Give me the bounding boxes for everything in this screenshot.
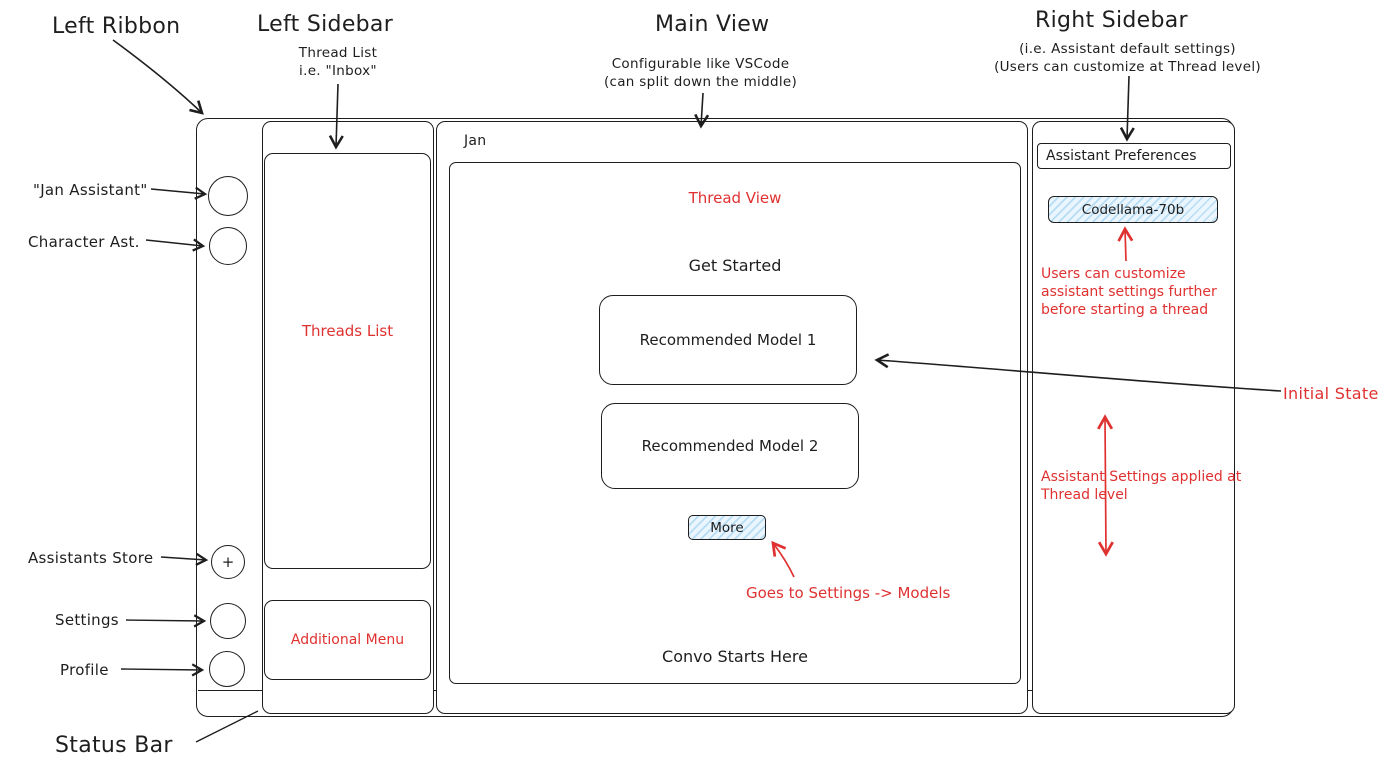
assistants-store-button[interactable]: +	[211, 545, 245, 579]
additional-menu-area[interactable]: Additional Menu	[264, 600, 431, 680]
callout-thread-list: Thread List	[298, 45, 378, 61]
left-ribbon-arrow	[112, 39, 204, 115]
callout-main-view: Main View	[655, 12, 770, 37]
recommended-model-1-card[interactable]: Recommended Model 1	[599, 295, 857, 385]
callout-profile: Profile	[60, 661, 109, 679]
character-ast-line	[145, 238, 206, 252]
callout-main-view-sub: Configurable like VSCode (can split down…	[593, 55, 808, 91]
callout-right-sidebar: Right Sidebar	[1035, 8, 1188, 33]
more-button[interactable]: More	[688, 515, 766, 540]
callout-character-ast: Character Ast.	[28, 233, 140, 251]
profile-button[interactable]	[209, 651, 245, 687]
callout-left-sidebar: Left Sidebar	[257, 12, 394, 37]
callout-right-sidebar-sub: (i.e. Assistant default settings) (Users…	[975, 40, 1280, 76]
character-assistant-avatar[interactable]	[209, 227, 247, 265]
recommended-model-2-card[interactable]: Recommended Model 2	[601, 403, 859, 489]
thread-view-label: Thread View	[688, 189, 782, 207]
profile-line	[120, 663, 205, 677]
settings-button[interactable]	[210, 603, 246, 639]
jan-assistant-avatar[interactable]	[208, 176, 248, 216]
additional-menu-label: Additional Menu	[290, 632, 405, 648]
callout-split: (can split down the middle)	[603, 74, 798, 91]
goes-to-settings-note: Goes to Settings -> Models	[746, 584, 951, 602]
callout-settings: Settings	[55, 611, 119, 629]
callout-left-sidebar-sub: Thread List i.e. "Inbox"	[268, 44, 408, 80]
recommended-model-2-label: Recommended Model 2	[641, 437, 819, 455]
callout-default-settings: (i.e. Assistant default settings)	[1019, 41, 1236, 57]
callout-assistants-store: Assistants Store	[28, 549, 154, 567]
get-started-label: Get Started	[688, 256, 782, 275]
convo-starts-label: Convo Starts Here	[662, 647, 808, 666]
callout-customize-thread: (Users can customize at Thread level)	[994, 59, 1261, 76]
thread-view-area: Thread View Get Started Recommended Mode…	[449, 162, 1021, 684]
threads-list-area[interactable]: Threads List	[264, 153, 431, 569]
threads-list-label: Threads List	[301, 322, 394, 340]
assistant-preferences-header: Assistant Preferences	[1037, 143, 1231, 169]
recommended-model-1-label: Recommended Model 1	[639, 331, 817, 349]
callout-inbox: i.e. "Inbox"	[299, 63, 377, 80]
assistant-preferences-label: Assistant Preferences	[1046, 148, 1197, 164]
customize-note: Users can customize assistant settings f…	[1041, 266, 1217, 319]
callout-jan-assistant: "Jan Assistant"	[33, 181, 148, 199]
callout-configurable: Configurable like VSCode	[611, 56, 790, 72]
callout-left-ribbon: Left Ribbon	[52, 14, 181, 39]
codellama-chip-label: Codellama-70b	[1081, 201, 1185, 218]
settings-line	[125, 614, 207, 628]
callout-status-bar: Status Bar	[55, 733, 173, 758]
thread-level-note: Assistant Settings applied at Thread lev…	[1041, 469, 1242, 504]
window-title: Jan	[464, 133, 487, 149]
codellama-chip[interactable]: Codellama-70b	[1048, 196, 1218, 223]
plus-icon: +	[221, 553, 235, 571]
callout-initial-state: Initial State	[1283, 384, 1379, 403]
more-button-label: More	[710, 519, 744, 536]
